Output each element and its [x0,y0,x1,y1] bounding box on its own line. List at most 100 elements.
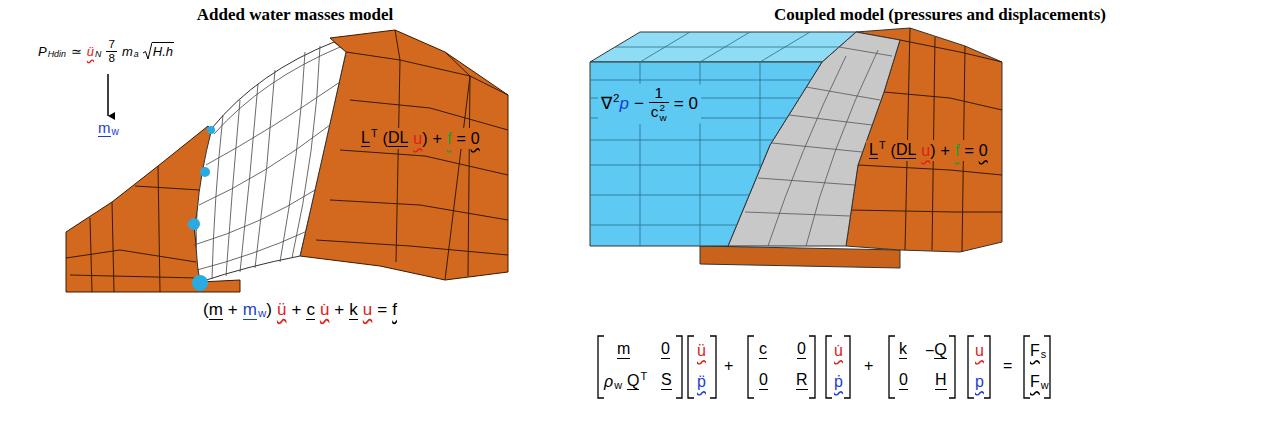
equation-term: w [258,307,266,321]
equation-term: D [896,142,908,160]
equation-term: 0 [899,372,908,390]
equation-term: D [388,130,400,148]
equation: + [724,356,733,375]
panel-title: Coupled model (pressures and displacemen… [774,5,1106,25]
equation-term: L [869,142,878,160]
equation: ∇2p−1c2w=0 [598,84,701,124]
equation: ρwQT [604,372,647,391]
equation-term: Q [627,373,639,391]
equation-term: L [399,130,408,148]
equation-term: T [640,370,647,383]
equation-term: + [941,141,950,160]
equation-term: ṗ [834,372,843,391]
fraction-denominator: 8 [106,51,117,65]
equation-term: Hdin [48,49,66,60]
equation-term: c [306,301,315,320]
equation-term: f [392,300,397,320]
equation-term: 0 [471,129,480,148]
equation-term: + [228,300,238,320]
equation: H [935,372,947,390]
equation: u̇ [834,341,843,360]
equation-term: w [1041,379,1049,392]
equation: (m+mw)ü+cu̇+ku=f [203,300,397,320]
root-sign [143,42,152,60]
equation-term: ) [422,129,427,148]
equation-term: ) [266,300,272,320]
equation: + [864,356,873,375]
equation: p [975,372,984,391]
equation-term: 7 [108,38,115,51]
equation-term: w [112,126,119,138]
equation-term: P [38,44,47,60]
fraction-denominator: c2w [649,102,669,123]
equation-term: m [209,301,223,320]
equation: S [661,372,672,390]
equation-term: m [617,341,630,359]
equation-term: S [661,372,672,390]
equation: m [617,341,630,359]
equation: ü [697,341,706,360]
equation: Fw [1030,372,1049,391]
equation: 0 [661,341,670,359]
index-stack: 2w [659,103,666,123]
equation-term: m [98,120,111,137]
equation-term: ∇ [601,94,612,114]
equation-term: m [243,301,257,320]
equation: = [1003,356,1012,375]
panel-title: Added water masses model [197,5,394,25]
fraction-numerator: 1 [652,85,665,102]
equation-term: c [759,341,767,359]
equation-term: 2 [659,103,666,113]
equation: 0 [759,372,768,390]
equation-term: 0 [759,372,768,390]
equation: −Q [925,341,947,360]
equation-term: u [413,129,422,148]
equation-term: + [864,356,873,375]
panel-heading: Coupled model (pressures and displacemen… [774,5,1106,25]
equation: LT(DLu)+f=0 [358,128,483,149]
equation-term: 1 [654,85,663,102]
equation: u [975,341,984,360]
fraction-numerator: 7 [106,38,117,51]
equation-term: 0 [797,341,806,359]
equation-term: − [925,341,934,360]
equation-term: f [447,129,451,148]
equation: PHdin≃üN78maH.h [38,38,174,65]
equation-term: H.h [153,44,173,60]
equation-term: ≃ [71,44,82,60]
equation-term: L [361,130,370,148]
equation-term: s [1041,348,1046,361]
equation-term: F [1030,341,1040,360]
equation-term: 0 [979,141,988,160]
square-root: H.h [143,42,174,60]
equation-term: p̈ [697,372,706,391]
equation-term: u̇ [320,300,329,320]
equation-term: ü [277,300,286,320]
equation-term: Q [934,342,946,360]
equation-term: + [291,300,301,320]
equation-term: k [349,301,358,320]
equation: LT(DLu)+f=0 [866,140,991,161]
equation-term: m [122,44,133,60]
root-content: H.h [152,42,174,60]
equation-term: u [975,341,984,360]
equation-term: 0 [689,94,698,114]
equation-term: F [1030,372,1040,391]
equation-term: 2 [613,92,619,106]
equation-term: p [619,94,628,114]
equation-term: w [659,113,666,123]
equation-term: ü [87,44,94,60]
equation-term: + [334,300,344,320]
equation-term: 0 [661,341,670,359]
equation: p̈ [697,372,706,391]
equation-term: + [724,356,733,375]
equation-term: − [634,94,644,114]
equation: c [759,341,767,359]
panel-heading: Added water masses model [197,5,394,25]
equation-term: L [907,142,916,160]
equation: Fs [1030,341,1046,360]
equation-term: f [955,141,959,160]
equation-term: u̇ [834,341,843,360]
equation-term: ) [930,141,935,160]
